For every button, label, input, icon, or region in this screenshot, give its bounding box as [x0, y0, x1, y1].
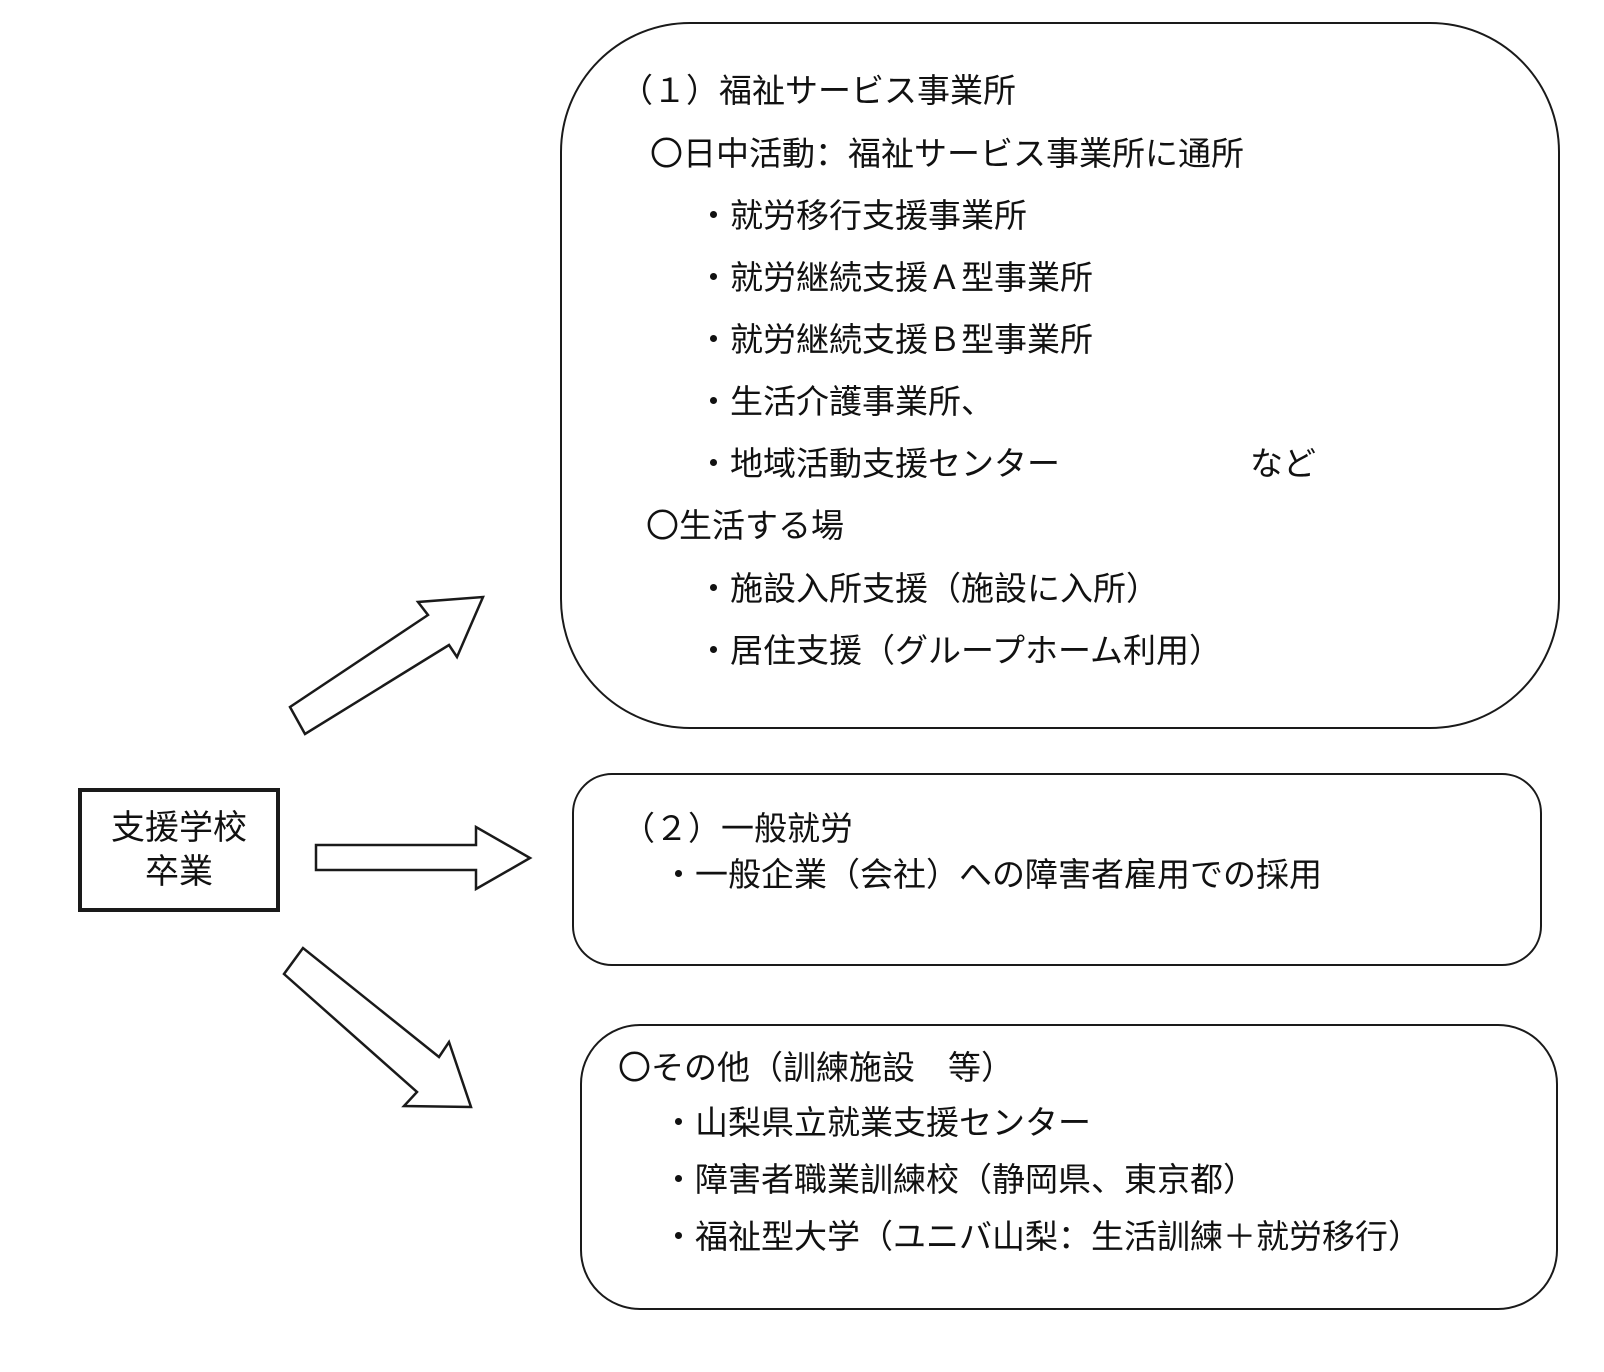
living-place-heading: 〇生活する場 [646, 506, 844, 545]
day-item-4: ・生活介護事業所、 [697, 382, 994, 421]
arrow-up-right [288, 595, 485, 736]
general-employment-box [572, 773, 1542, 966]
other-heading: 〇その他（訓練施設 等） [618, 1048, 1014, 1087]
day-activity-heading: 〇日中活動：福祉サービス事業所に通所 [650, 134, 1244, 173]
living-item-2: ・居住支援（グループホーム利用） [697, 631, 1223, 670]
other-item-1: ・山梨県立就業支援センター [662, 1103, 1091, 1142]
other-item-3: ・福祉型大学（ユニバ山梨：生活訓練＋就労移行） [662, 1217, 1421, 1256]
arrow-right [314, 824, 533, 892]
day-item-3: ・就労継続支援Ｂ型事業所 [697, 320, 1093, 359]
day-item-1: ・就労移行支援事業所 [697, 196, 1027, 235]
welfare-services-box [560, 22, 1560, 729]
other-item-2: ・障害者職業訓練校（静岡県、東京都） [662, 1160, 1256, 1199]
living-item-1: ・施設入所支援（施設に入所） [697, 569, 1159, 608]
day-item-2: ・就労継続支援Ａ型事業所 [697, 258, 1093, 297]
arrow-down-right [282, 946, 473, 1109]
day-items-suffix: など [1250, 444, 1316, 483]
day-item-5: ・地域活動支援センター [697, 444, 1060, 483]
source-line1: 支援学校 [111, 808, 247, 848]
other-box [580, 1024, 1558, 1310]
source-box: 支援学校 卒業 [78, 788, 280, 912]
source-line2: 卒業 [145, 852, 213, 892]
employment-heading: （２）一般就労 [622, 809, 853, 848]
employment-item: ・一般企業（会社）への障害者雇用での採用 [662, 855, 1322, 894]
welfare-heading: （１）福祉サービス事業所 [620, 71, 1016, 110]
